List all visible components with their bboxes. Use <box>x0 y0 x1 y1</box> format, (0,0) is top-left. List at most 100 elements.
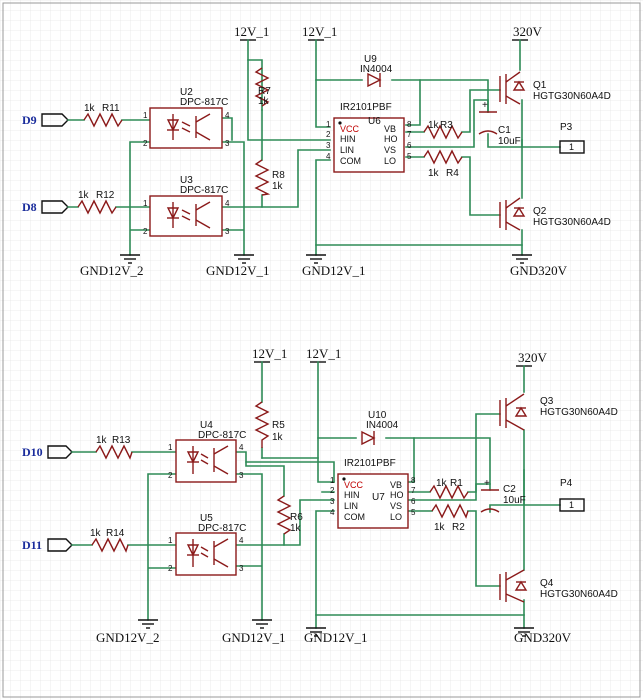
capacitor-c1: + C1 10uF <box>478 100 521 147</box>
pin-label: HO <box>384 134 398 144</box>
r3-value: 1k <box>428 120 440 131</box>
pin-num: 6 <box>407 141 412 150</box>
q3-part: HGTG30N60A4D <box>540 407 618 418</box>
pin-label: VCC <box>340 124 360 134</box>
u10-name: U10 <box>368 410 387 421</box>
pin-num: 8 <box>407 120 412 129</box>
r3-name: R3 <box>440 120 453 131</box>
c1-value: 10uF <box>498 136 521 147</box>
pin-label: VCC <box>344 480 364 490</box>
driver-ic-u7: IR2101PBF U7 VCC HIN LIN COM VB HO VS LO… <box>330 458 416 529</box>
r8-value: 1k <box>272 181 284 192</box>
pin-num: 1 <box>143 111 148 120</box>
r14-value: 1k <box>90 528 102 539</box>
signal-label-d10: D10 <box>22 445 43 459</box>
u5-name: U5 <box>200 513 213 524</box>
top-half-circuit: 12V_1 12V_1 320V D9 D8 <box>22 24 561 256</box>
r7-value: 1k <box>258 96 270 107</box>
u4-part: DPC-817C <box>198 430 246 441</box>
ground-gnd12v2-bottom: GND12V_2 <box>96 619 160 645</box>
r11-value: 1k <box>84 103 96 114</box>
bottom-half-circuit: 12V_1 12V_1 320V D10 D11 <box>22 346 561 629</box>
pin-num: 4 <box>326 152 331 161</box>
r5-name: R5 <box>272 420 285 431</box>
c1-name: C1 <box>498 125 511 136</box>
pin-label: COM <box>340 156 361 166</box>
signal-input-d8: D8 <box>22 200 69 214</box>
pin-num: 7 <box>407 130 412 139</box>
ground-gnd12v1-top-a: GND12V_1 <box>206 254 270 278</box>
ground-gnd12v2-top: GND12V_2 <box>80 254 144 278</box>
signal-label-d11: D11 <box>22 538 42 552</box>
pin-num: 3 <box>225 139 230 148</box>
diode-u9: U9 IN4004 <box>360 54 393 88</box>
pin-num: 2 <box>326 130 331 139</box>
driver-ic-u6: IR2101PBF U6 VCC HIN LIN COM VB HO VS LO… <box>326 102 412 173</box>
pin-label: COM <box>344 512 365 522</box>
pin-num: 6 <box>411 497 416 506</box>
pin-num: 1 <box>330 476 335 485</box>
u3-name: U3 <box>180 175 193 186</box>
r13-name: R13 <box>112 435 131 446</box>
r12-value: 1k <box>78 190 90 201</box>
u7-name: U7 <box>372 492 385 503</box>
resistor-r2: 1k R2 <box>431 503 469 533</box>
pin-num: 5 <box>407 152 412 161</box>
igbt-q2: Q2 HGTG30N60A4D <box>499 197 611 231</box>
u10-part: IN4004 <box>366 420 399 431</box>
pin-label: VS <box>390 501 402 511</box>
resistor-r11: 1k R11 <box>83 103 123 128</box>
r11-name: R11 <box>102 103 120 114</box>
u6-part: IR2101PBF <box>340 102 392 113</box>
net-label-gnd12v1-bottom-b: GND12V_1 <box>304 630 368 645</box>
u7-part: IR2101PBF <box>344 458 396 469</box>
u9-name: U9 <box>364 54 377 65</box>
pin-label: LIN <box>344 501 358 511</box>
diode-u10: U10 IN4004 <box>361 410 399 446</box>
p4-name: P4 <box>560 478 573 489</box>
pin-num: 1 <box>168 443 173 452</box>
net-label-12v-bottom-a: 12V_1 <box>252 346 287 361</box>
net-label-12v-top-b: 12V_1 <box>302 24 337 39</box>
ground-gnd320v-bottom: GND320V <box>513 627 572 645</box>
optocoupler-u4: U4 DPC-817C 1 2 4 3 <box>168 420 246 483</box>
pin-label: LO <box>390 512 402 522</box>
u2-part: DPC-817C <box>180 97 228 108</box>
signal-input-d9: D9 <box>22 113 69 127</box>
pin-num: 4 <box>225 111 230 120</box>
signal-input-d10: D10 <box>22 445 73 459</box>
r2-name: R2 <box>452 522 465 533</box>
pin-num: 3 <box>239 471 244 480</box>
r6-value: 1k <box>290 523 302 534</box>
pin-num: 2 <box>168 564 173 573</box>
pin-num: 2 <box>168 471 173 480</box>
q1-part: HGTG30N60A4D <box>533 91 611 102</box>
pin-num: 4 <box>239 443 244 452</box>
igbt-q3: Q3 HGTG30N60A4D <box>499 393 618 431</box>
q4-name: Q4 <box>540 578 554 589</box>
net-label-gnd12v1-top-a: GND12V_1 <box>206 263 270 278</box>
optocoupler-u3: U3 DPC-817C 1 2 4 3 <box>143 175 230 237</box>
r6-name: R6 <box>290 512 303 523</box>
r1-value: 1k <box>436 478 448 489</box>
net-label-320v-bottom: 320V <box>518 350 548 365</box>
net-label-12v-top-a: 12V_1 <box>234 24 269 39</box>
r1-name: R1 <box>450 478 463 489</box>
pin-num: 1 <box>326 120 331 129</box>
pin-num: 5 <box>411 508 416 517</box>
resistor-r8: R8 1k <box>254 159 285 196</box>
r2-value: 1k <box>434 522 446 533</box>
pin-label: HIN <box>344 490 360 500</box>
input-port-icon <box>47 445 73 459</box>
r5-value: 1k <box>272 432 284 443</box>
net-label-320v-top: 320V <box>513 24 543 39</box>
signal-input-d11: D11 <box>22 538 73 552</box>
ground-gnd12v1-bottom-b: GND12V_1 <box>304 627 368 645</box>
optocoupler-u2: U2 DPC-817C 1 2 4 3 <box>143 87 230 149</box>
pin-label: LO <box>384 156 396 166</box>
resistor-r6: R6 1k <box>276 495 303 535</box>
pin-num: 7 <box>411 486 416 495</box>
pin-num: 3 <box>239 564 244 573</box>
